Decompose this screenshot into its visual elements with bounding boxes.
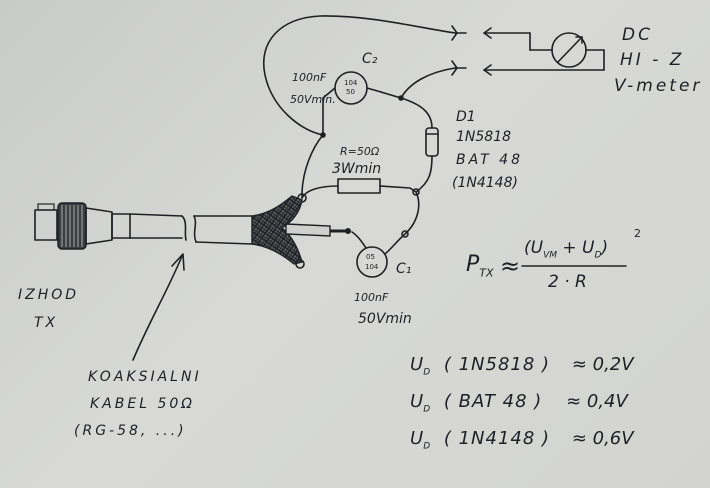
voltmeter-symbol [551,32,587,68]
c1-value: 100nF [354,291,389,304]
r-to-c1-wire [404,191,420,235]
c1-top-node [401,230,409,238]
coax-cable [129,213,253,245]
drop-symbol: U [410,428,424,449]
c2-voltage: 50Vmin. [290,93,336,106]
voltmeter-lead-bottom [451,49,605,76]
formula-p: P [466,252,480,277]
meter-label-dc: DC [622,25,653,45]
formula-numerator: (UVM + UD) [524,240,608,260]
c2-value: 100nF [292,71,327,84]
c2-marking-50: 50 [346,88,355,96]
cable-label-kabel: KABEL 50Ω [90,396,195,412]
resistor-value: R=50Ω [340,145,380,158]
resistor-r [301,178,417,199]
diode-drop-row: UD ( BAT 48 ) ≈ 0,4V [410,393,628,415]
cable-label-koaksialni: KOAKSIALNI [88,369,202,385]
cable-label-rg58: (RG-58, ...) [74,423,187,439]
c2-to-shield-wire [301,134,324,199]
formula-denominator: 2 · R [548,272,587,292]
drop-symbol: U [410,391,424,412]
connector-plug [34,202,131,250]
formula-num-close: ) [601,238,609,258]
meter-return-wire [263,15,456,136]
coax-center-conductor [285,223,351,237]
voltmeter-lead-top [451,25,553,51]
formula-num-plus: + U [557,238,595,258]
c2-marking-104: 104 [344,79,358,87]
formula-num-sub-vm: VM [543,250,557,261]
source-label-izhod: IZHOD [18,287,80,303]
formula-exponent: 2 [634,227,641,240]
d1-type-bat48: BAT 48 [456,152,523,168]
meter-label-vmeter: V-meter [614,76,703,96]
drop-symbol: U [410,354,424,375]
coax-braid [251,195,303,265]
formula-num-u: (U [524,238,544,258]
drop-sub: D [423,404,431,415]
resistor-power: 3Wmin [332,161,382,177]
shield-end-node [295,259,305,269]
r-right-node [412,188,420,196]
c2-to-meter-wire [380,67,456,99]
diode-drop-row: UD ( 1N4148 ) ≈ 0,6V [410,430,634,452]
drop-value: ≈ 0,2V [571,354,634,375]
drop-diode: ( 1N4148 ) [443,428,551,449]
drop-value: ≈ 0,4V [566,391,628,412]
drop-diode: ( 1N5818 ) [443,354,551,375]
d1-diode [400,97,439,193]
d1-name: D1 [456,109,476,125]
diode-drop-row: UD ( 1N5818 ) ≈ 0,2V [410,356,634,378]
d1-type-1n4148: (1N4148) [452,175,518,191]
c1-name: C₁ [396,261,412,277]
formula-approx: ≈ [500,252,521,280]
c1-marking-05: 05 [366,253,375,261]
c1-voltage: 50Vmin [358,311,412,327]
cable-pointer-arrow [132,253,185,361]
drop-sub: D [423,441,431,452]
formula-p-sub: TX [479,266,494,280]
drop-sub: D [423,367,431,378]
formula-num-sub-d: D [594,250,602,261]
c1-marking-104: 104 [365,263,379,271]
meter-label-hiz: HI - Z [620,50,685,70]
c1-capacitor [351,231,406,278]
d1-type-1n5818: 1N5818 [456,129,512,145]
source-label-tx: TX [34,315,59,331]
c2-name: C₂ [362,51,378,67]
drop-diode: ( BAT 48 ) [443,391,543,412]
c2-capacitor [322,71,382,105]
formula-lhs: PTX [466,252,494,280]
drop-value: ≈ 0,6V [571,428,634,449]
